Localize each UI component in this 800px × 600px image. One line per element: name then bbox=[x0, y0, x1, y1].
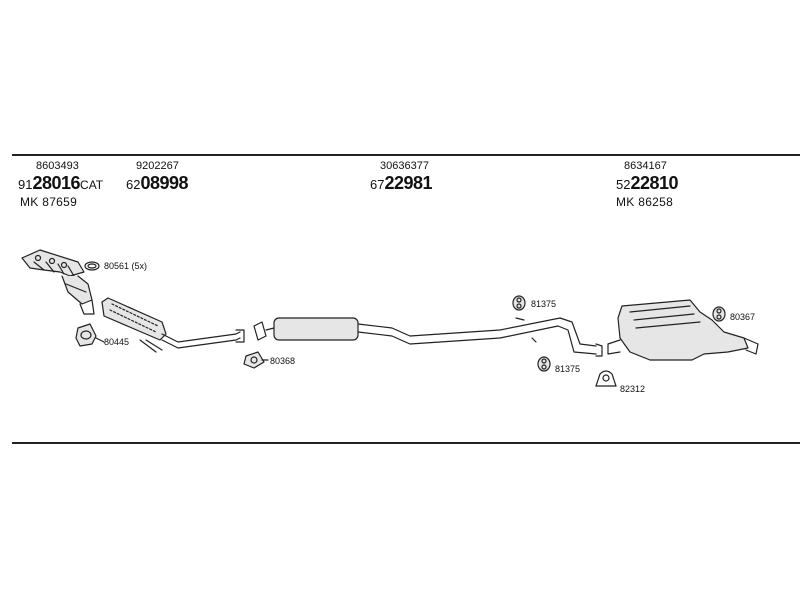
part-number-prefix: 91 bbox=[18, 177, 33, 192]
callout-80368: 80368 bbox=[270, 356, 295, 366]
oe-number: 8603493 bbox=[36, 160, 79, 172]
part-number-main: 22810 bbox=[630, 173, 679, 193]
top-rule bbox=[12, 154, 800, 156]
part-label-middle-silencer: 30636377 6722981 bbox=[370, 160, 433, 195]
callout-82312: 82312 bbox=[620, 384, 645, 394]
rear-silencer bbox=[607, 299, 759, 361]
rubber-hanger-80367 bbox=[712, 306, 726, 322]
part-label-rear-silencer: 8634167 5222810 MK 86258 bbox=[616, 160, 679, 210]
part-number: 5222810 bbox=[616, 173, 679, 195]
callout-81375-a: 81375 bbox=[531, 299, 556, 309]
part-number-suffix: CAT bbox=[80, 178, 104, 192]
gasket-80368 bbox=[243, 351, 265, 369]
clamp-82312 bbox=[595, 370, 617, 387]
oe-number: 30636377 bbox=[380, 160, 429, 172]
part-label-front-pipe: 9202267 6208998 bbox=[126, 160, 189, 195]
exhaust-manifold bbox=[21, 249, 95, 315]
front-pipe bbox=[101, 297, 245, 353]
middle-silencer bbox=[253, 317, 561, 345]
rubber-hanger-81375-a bbox=[512, 295, 526, 311]
mk-number: MK 86258 bbox=[616, 195, 674, 209]
part-number-main: 08998 bbox=[140, 173, 189, 193]
part-number: 9128016CAT bbox=[18, 173, 103, 195]
callout-81375-b: 81375 bbox=[555, 364, 580, 374]
callout-80367: 80367 bbox=[730, 312, 755, 322]
rear-connecting-pipe bbox=[515, 317, 603, 357]
rubber-hanger-81375-b bbox=[537, 356, 551, 372]
bottom-rule bbox=[12, 442, 800, 444]
oe-number: 8634167 bbox=[624, 160, 667, 172]
part-number-prefix: 62 bbox=[126, 177, 141, 192]
gasket-80445 bbox=[75, 323, 97, 347]
o-ring-80561 bbox=[84, 261, 100, 271]
callout-80445: 80445 bbox=[104, 337, 129, 347]
part-number: 6208998 bbox=[126, 173, 189, 195]
part-number-prefix: 52 bbox=[616, 177, 631, 192]
part-number-prefix: 67 bbox=[370, 177, 385, 192]
oe-number: 9202267 bbox=[136, 160, 179, 172]
mk-number: MK 87659 bbox=[20, 195, 78, 209]
part-label-manifold: 8603493 9128016CAT MK 87659 bbox=[18, 160, 103, 210]
part-number: 6722981 bbox=[370, 173, 433, 195]
part-number-main: 22981 bbox=[384, 173, 433, 193]
callout-80561: 80561 (5x) bbox=[104, 261, 147, 271]
part-number-main: 28016 bbox=[32, 173, 81, 193]
